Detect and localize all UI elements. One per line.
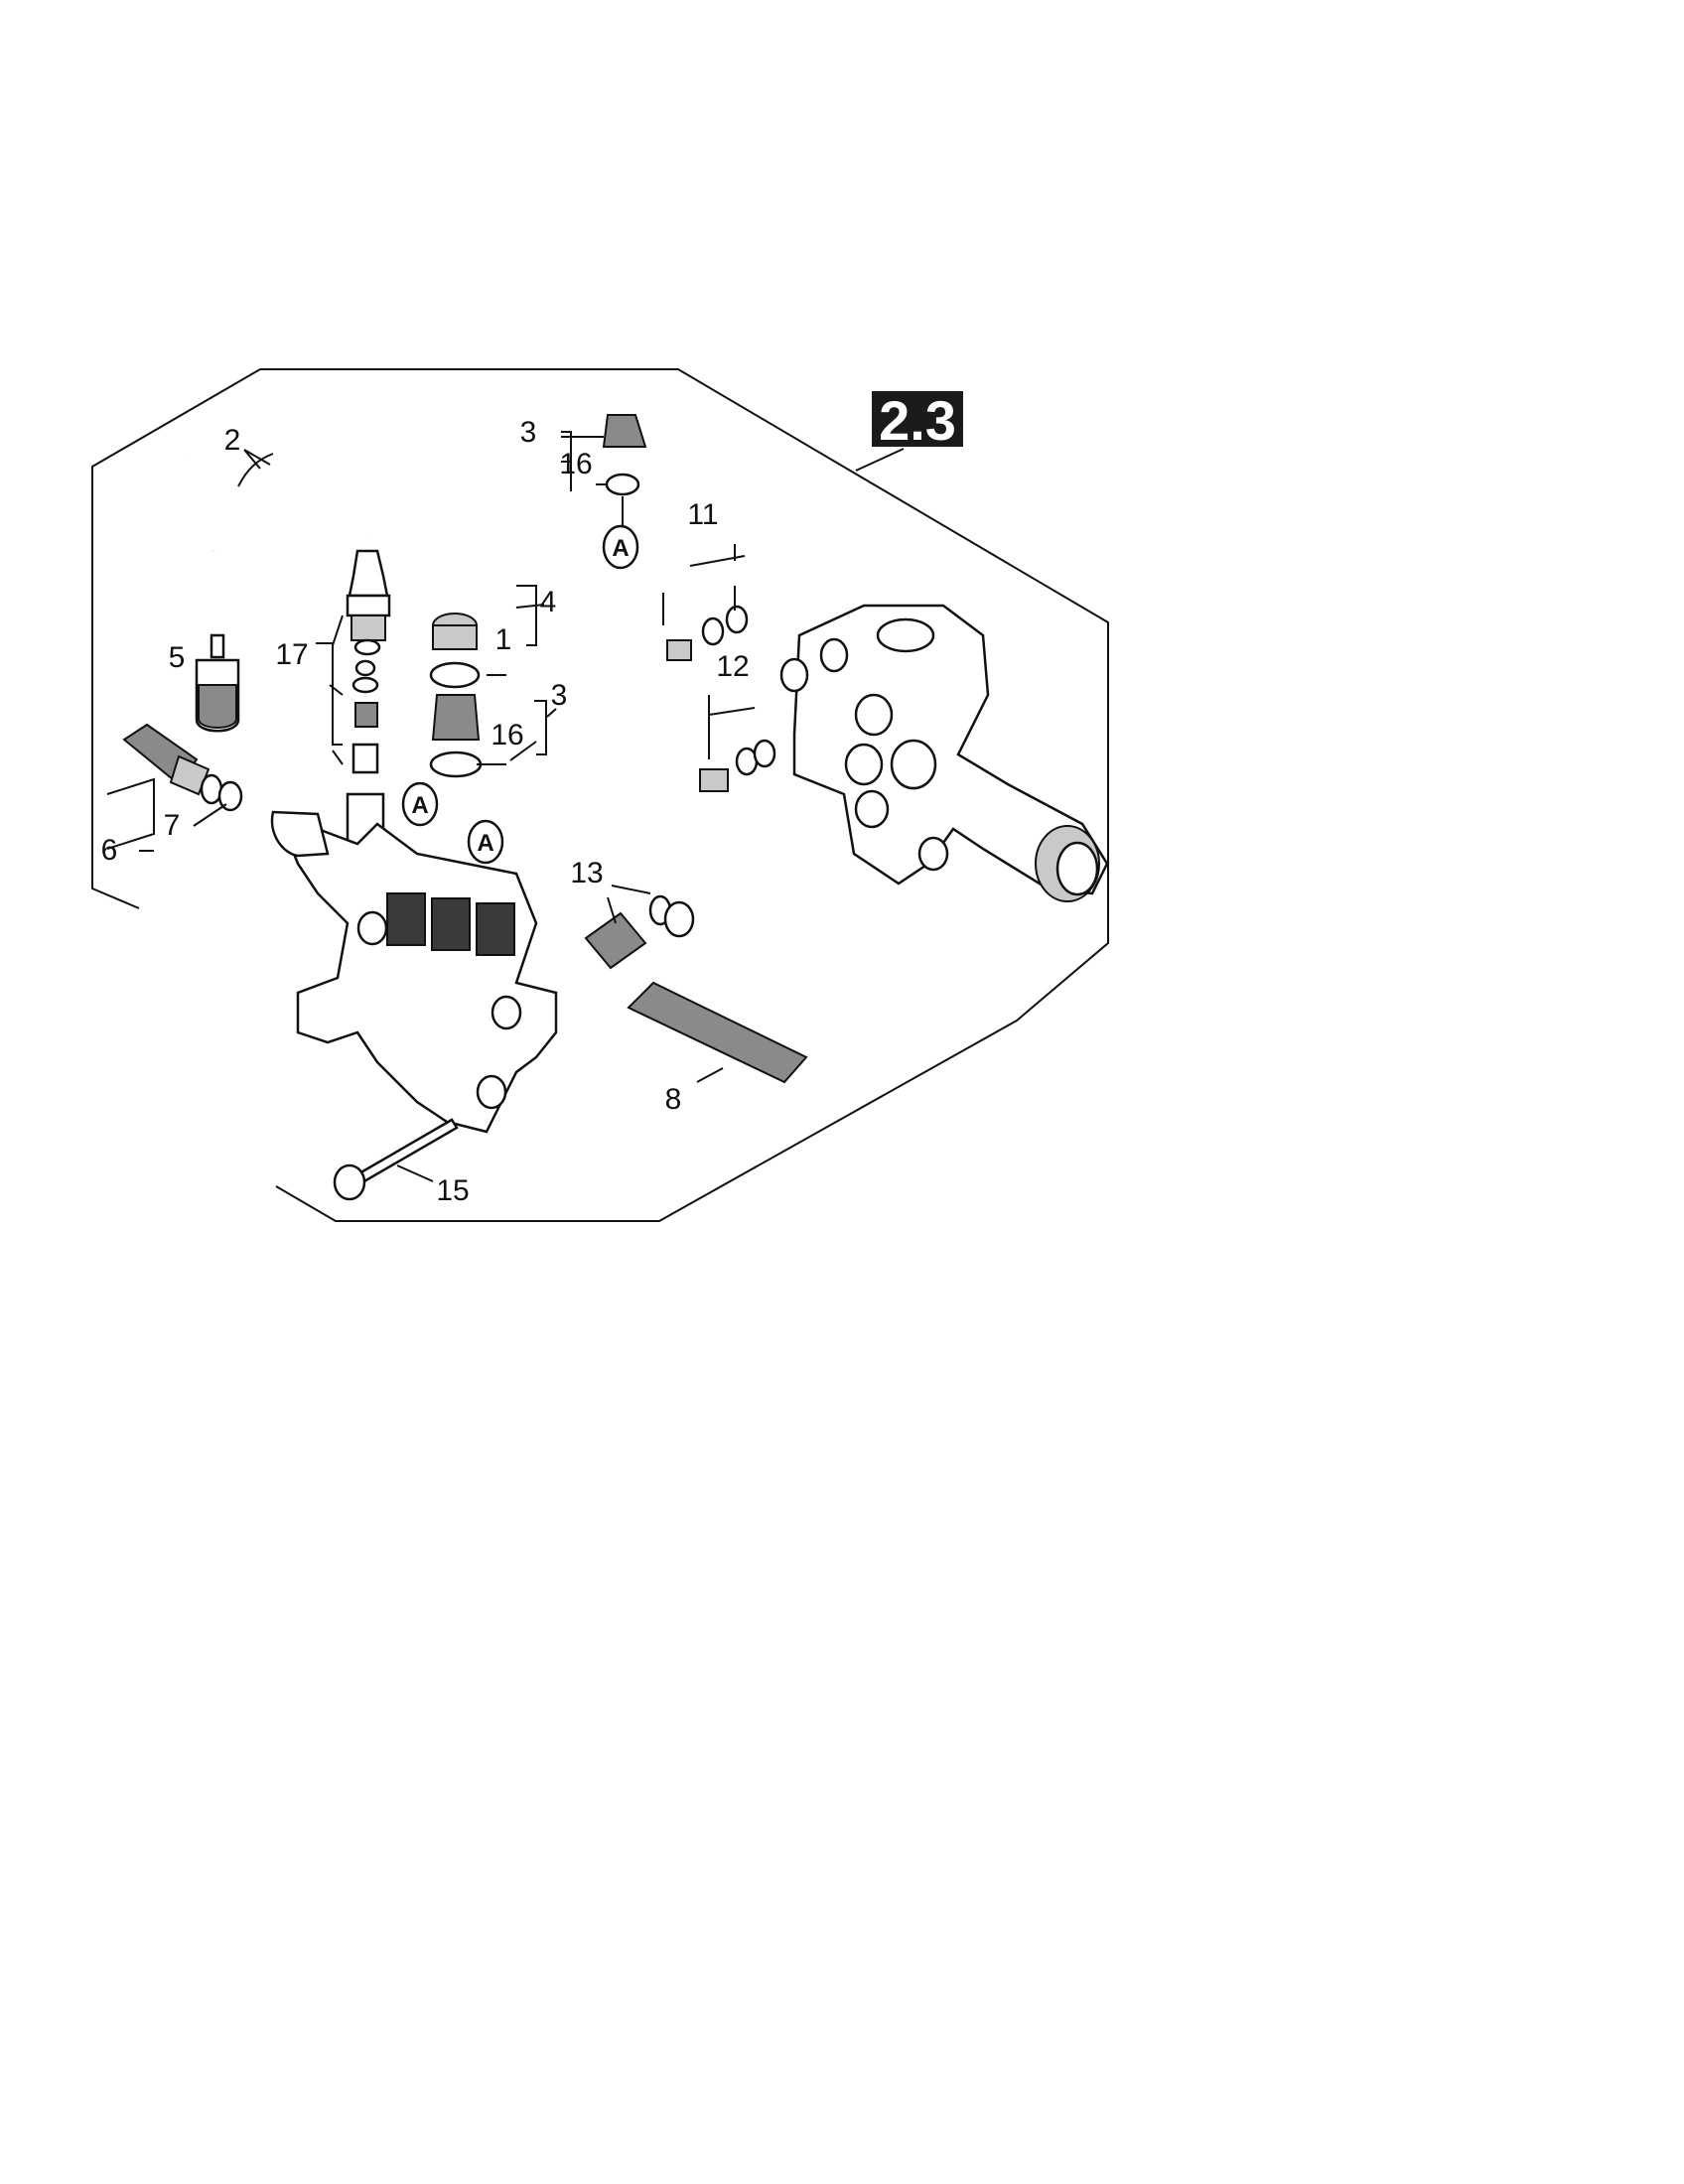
section-badge: 2.3	[855, 389, 963, 472]
callout-12: 12	[716, 650, 749, 683]
leader-lines	[106, 431, 756, 1182]
callout-17: 17	[275, 638, 308, 671]
reference-mark-a-left: A	[401, 781, 439, 827]
callout-7: 7	[164, 809, 181, 842]
valve-mid-part	[429, 694, 483, 778]
check-valve-part	[584, 894, 695, 970]
seal-parts	[666, 605, 776, 792]
callout-13: 13	[570, 857, 603, 889]
section-badge-text: 2.3	[879, 389, 956, 452]
crankcase-housing	[779, 604, 1109, 902]
callout-16-mid: 16	[491, 719, 523, 751]
callout-16-top: 16	[559, 448, 592, 480]
hose-part	[180, 428, 378, 615]
reference-mark-a-top: A	[602, 524, 639, 570]
valve-4-part	[429, 613, 481, 689]
pump-head-body	[270, 810, 558, 1134]
callout-6: 6	[101, 834, 118, 867]
svg-text:A: A	[411, 792, 428, 819]
callout-11: 11	[687, 498, 718, 531]
diagram-frame	[91, 368, 1109, 1222]
reference-mark-a-right: A	[467, 819, 504, 865]
callout-8: 8	[665, 1083, 682, 1116]
valve-top-part	[602, 414, 647, 496]
callout-5: 5	[169, 641, 186, 674]
callout-4: 4	[540, 586, 557, 618]
callout-3-top: 3	[520, 416, 537, 449]
inlet-fitting-part	[122, 723, 243, 812]
valve-stack-part	[346, 549, 391, 856]
bolt-part	[333, 1118, 459, 1201]
callout-1: 1	[495, 623, 512, 656]
callout-2: 2	[224, 424, 241, 457]
callout-15: 15	[436, 1174, 469, 1207]
svg-text:A: A	[612, 535, 629, 562]
gasket-part	[627, 981, 808, 1084]
filter-part	[195, 633, 240, 733]
callout-3-mid: 3	[551, 679, 568, 712]
svg-text:A: A	[477, 830, 493, 857]
